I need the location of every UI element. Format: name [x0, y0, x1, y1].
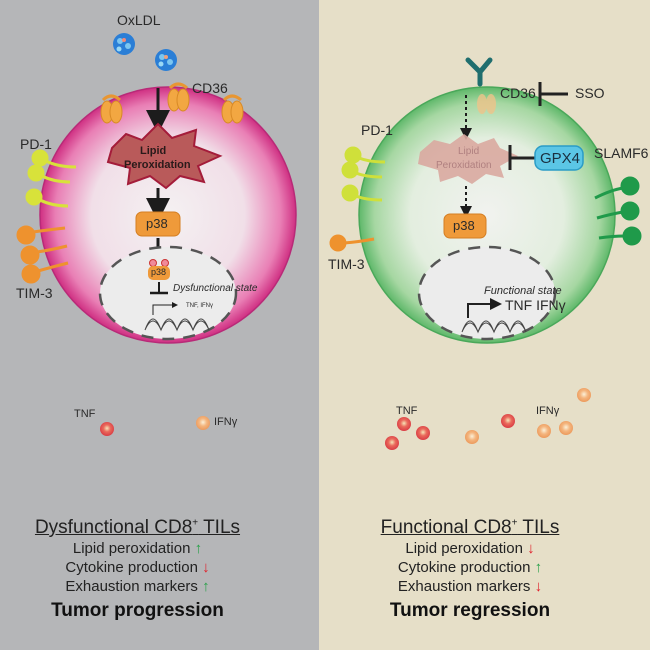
p38-box	[135, 211, 181, 237]
ifng-molecule	[577, 388, 591, 402]
sso-label: SSO	[575, 85, 605, 101]
p38-label: p38	[453, 218, 475, 233]
dna-helix-icon	[461, 320, 527, 334]
tnf-label: TNF	[74, 408, 96, 420]
summary-row: Exhaustion markers ↓	[397, 578, 543, 595]
tim3-receptors-left	[16, 225, 69, 284]
tim3-receptor-right	[329, 234, 375, 252]
lipid-peroxidation-star	[106, 122, 223, 190]
ifng-molecule	[465, 430, 479, 444]
cd36-label: CD36	[192, 80, 228, 96]
oxldl-particle-icon	[155, 49, 177, 71]
summary-row: Cytokine production ↓	[65, 559, 210, 576]
oxldl-label: OxLDL	[117, 12, 161, 28]
lipid-faded-label-line1: Lipid	[458, 146, 480, 157]
genes-label: TNF, IFNγ	[186, 303, 213, 309]
pd1-receptors-left	[25, 149, 77, 208]
tnf-molecule	[397, 417, 411, 431]
tnf-molecule	[385, 436, 399, 450]
cd36-receptor-faded-icon	[477, 94, 496, 114]
functional-state-label: Functional state	[484, 285, 562, 297]
pd1-label: PD-1	[20, 136, 52, 152]
cd36-label: CD36	[500, 85, 536, 101]
down-arrow-icon: ↓	[202, 559, 210, 576]
tnf-label: TNF	[396, 405, 418, 417]
dysfunctional-state-label: Dysfunctional state	[173, 283, 258, 294]
tnf-molecule	[416, 426, 430, 440]
lipid-peroxidation-faded-star	[418, 134, 518, 184]
slamf6-label: SLAMF6	[594, 145, 649, 161]
up-arrow-icon: ↑	[194, 540, 203, 557]
down-arrow-icon: ↓	[527, 540, 535, 557]
pd1-label: PD-1	[361, 122, 393, 138]
transcription-arrow	[467, 298, 502, 318]
tnf-molecule	[501, 414, 515, 428]
tnf-molecule	[100, 422, 114, 436]
antibody-icon	[465, 57, 493, 87]
genes-label: TNF IFNγ	[505, 297, 566, 313]
cd36-receptor-icon	[100, 94, 123, 124]
ifng-label: IFNγ	[536, 405, 560, 417]
nucleus-functional	[417, 245, 557, 341]
p38-box	[443, 213, 487, 239]
up-arrow-icon: ↑	[202, 578, 210, 595]
lipid-label-line2: Peroxidation	[124, 159, 191, 171]
tim3-label: TIM-3	[16, 285, 53, 301]
oxldl-particle-icon	[113, 33, 135, 55]
gpx4-label: GPX4	[540, 150, 581, 167]
cd36-receptor-icon	[221, 94, 244, 124]
down-arrow-icon: ↓	[534, 578, 543, 595]
ifng-molecule	[537, 424, 551, 438]
functional-summary: Functional CD8+ TILs Lipid peroxidation …	[355, 517, 585, 622]
dysfunctional-summary: Dysfunctional CD8+ TILs Lipid peroxidati…	[0, 517, 275, 622]
cd36-receptor-icon	[167, 82, 190, 112]
summary-row: Exhaustion markers ↑	[65, 578, 210, 595]
up-arrow-icon: ↑	[534, 559, 543, 576]
dna-helix-icon	[144, 318, 210, 332]
slamf6-receptors	[594, 176, 642, 246]
phospho-icon	[161, 259, 169, 267]
summary-title: Dysfunctional CD8+ TILs	[34, 517, 241, 538]
tim3-label: TIM-3	[328, 256, 365, 272]
lipid-label-line1: Lipid	[140, 145, 167, 157]
ifng-molecule	[559, 421, 573, 435]
summary-title: Functional CD8+ TILs	[380, 517, 560, 538]
summary-row: Cytokine production ↑	[397, 559, 543, 576]
summary-row: Lipid peroxidation ↑	[72, 540, 203, 557]
p38-phospho-label: p38	[151, 267, 167, 277]
gpx4-box	[534, 145, 584, 171]
phospho-icon	[149, 259, 157, 267]
ifng-molecule	[196, 416, 210, 430]
outcome-label: Tumor regression	[389, 600, 551, 621]
pd1-receptors-right	[341, 146, 386, 202]
lipid-faded-label-line2: Peroxidation	[436, 160, 492, 171]
outcome-label: Tumor progression	[51, 600, 224, 621]
transcription-arrow	[152, 302, 178, 315]
summary-row: Lipid peroxidation ↓	[405, 540, 535, 557]
p38-phospho-box	[148, 266, 170, 280]
ifng-label: IFNγ	[214, 416, 238, 428]
p38-label: p38	[146, 216, 168, 231]
